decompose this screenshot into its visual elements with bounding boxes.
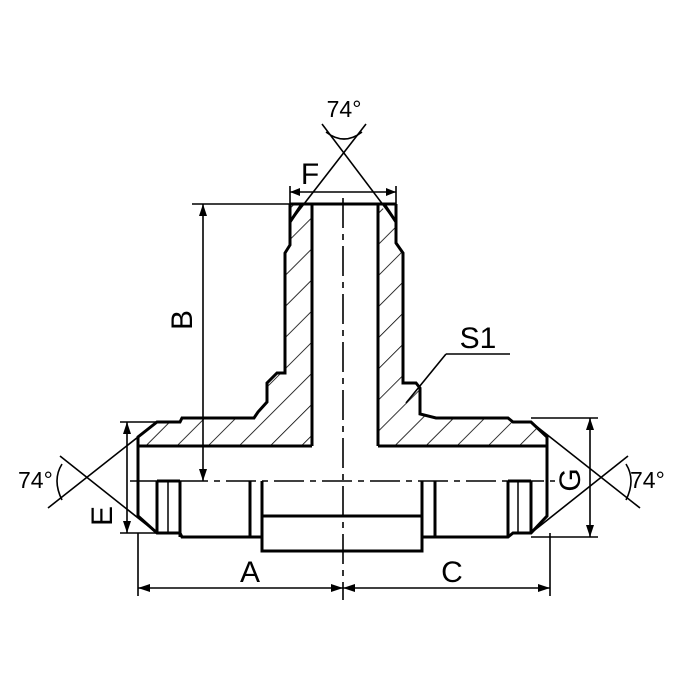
- label-B: B: [166, 310, 199, 330]
- fitting-outline: [136, 202, 549, 553]
- dim-A-arrow-right: [331, 584, 343, 592]
- dim-C-arrow-right: [538, 584, 550, 592]
- dim-B-arrow-bottom: [199, 469, 207, 481]
- left-outer-profile: [136, 204, 343, 553]
- label-F: F: [301, 158, 319, 191]
- dimension-lines: [120, 186, 598, 596]
- dim-E-arrow-bottom: [123, 521, 131, 533]
- left-cone-line-1: [47, 421, 158, 509]
- top-angle-arc: [325, 131, 363, 140]
- top-cone-line-2: [289, 123, 367, 223]
- label-E: E: [86, 506, 119, 526]
- center-lines: [130, 198, 555, 600]
- label-A: A: [240, 556, 260, 589]
- dim-B-arrow-top: [199, 204, 207, 216]
- right-angle-arc: [625, 463, 632, 501]
- dim-G-arrow-bottom: [586, 525, 594, 537]
- label-G: G: [554, 468, 587, 491]
- dim-F-arrow-left: [290, 188, 300, 196]
- label-S1: S1: [460, 322, 497, 355]
- right-cone-line-2: [530, 455, 629, 534]
- label-angle-left: 74°: [18, 467, 53, 493]
- dim-C-arrow-left: [343, 584, 355, 592]
- lower-body-features: [155, 479, 533, 551]
- S1-leader: [405, 353, 447, 404]
- right-outer-profile: [343, 204, 549, 553]
- dim-G-arrow-top: [586, 418, 594, 430]
- dim-F-arrow-right: [386, 188, 396, 196]
- label-angle-right: 74°: [630, 467, 665, 493]
- dim-E-arrow-top: [123, 422, 131, 434]
- right-cone-line-1: [530, 421, 641, 509]
- left-angle-arc: [56, 463, 63, 501]
- dim-A-arrow-left: [138, 584, 150, 592]
- cone-angle-lines: [47, 123, 641, 534]
- label-C: C: [441, 556, 463, 589]
- left-cone-line-2: [59, 455, 158, 534]
- label-angle-top: 74°: [327, 96, 362, 122]
- labels: 74° 74° 74° F S1 A C B E G: [18, 96, 665, 589]
- top-cone-line-1: [321, 123, 397, 223]
